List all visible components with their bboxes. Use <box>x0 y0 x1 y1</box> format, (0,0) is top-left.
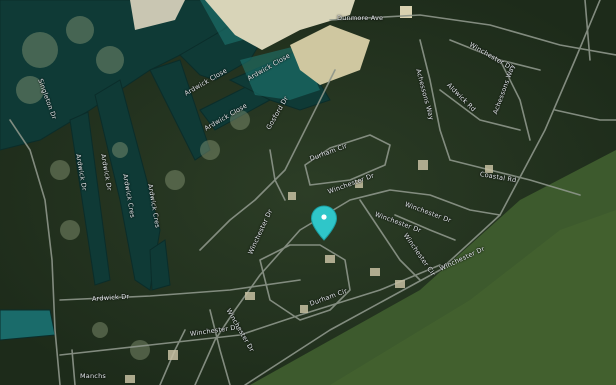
location-pin-icon[interactable] <box>310 205 338 241</box>
